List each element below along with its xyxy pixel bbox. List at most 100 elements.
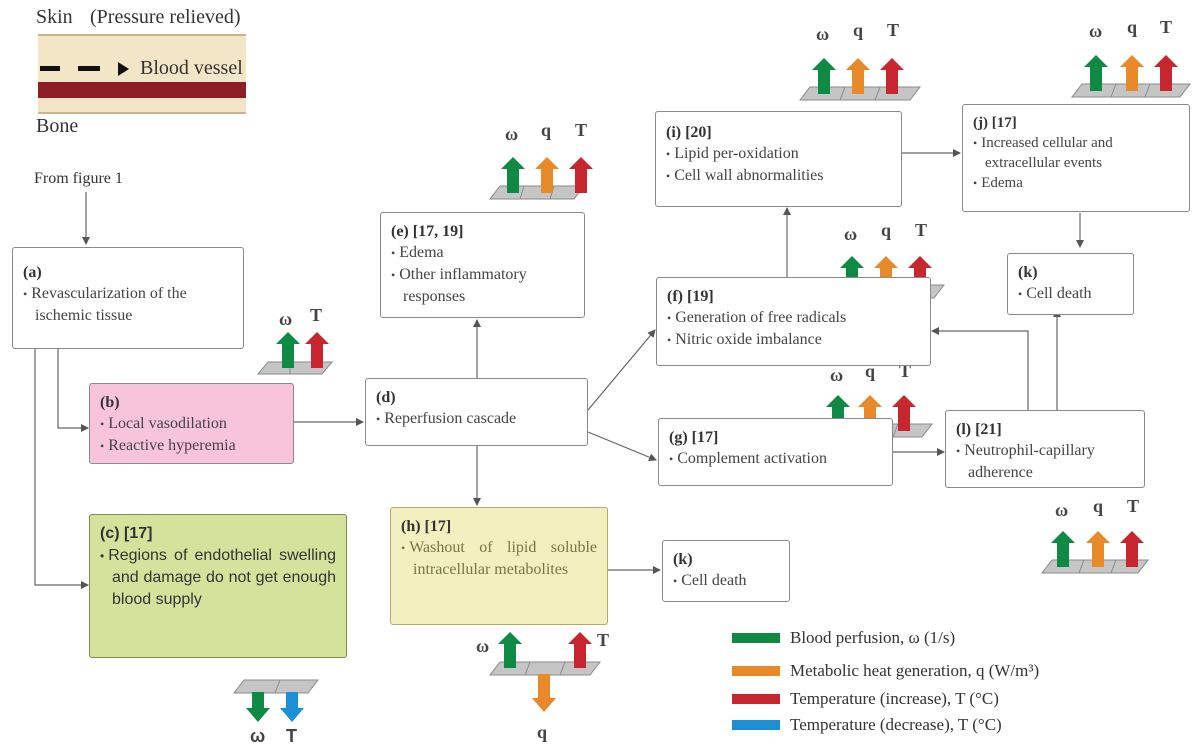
box-k2-header: (k) xyxy=(1018,264,1038,281)
link-d-g xyxy=(587,431,657,462)
box-g: (g) [17] Complement activation xyxy=(658,418,893,486)
box-k1: (k) Cell death xyxy=(662,540,790,602)
indicator-g-t-label: T xyxy=(899,361,912,381)
legend-label: Temperature (decrease), T (°C) xyxy=(790,715,1002,734)
perfusion-up-arrow xyxy=(501,157,525,193)
legend-item-temp-increase: Temperature (increase), T (°C) xyxy=(732,688,999,710)
legend-swatch-temp-increase xyxy=(732,694,780,704)
heat-up-arrow xyxy=(846,58,870,94)
temperature-up-arrow xyxy=(1120,531,1144,567)
box-e-header: (e) [17, 19] xyxy=(391,223,464,240)
box-l-item: Neutrophil-capillary adherence xyxy=(956,440,1134,483)
legend-item-temp-decrease: Temperature (decrease), T (°C) xyxy=(732,714,1002,736)
indicator-e-t-label: T xyxy=(575,120,588,140)
legend-swatch-temp-decrease xyxy=(732,720,780,730)
indicator-c xyxy=(232,679,320,722)
flow-dash-1 xyxy=(40,66,60,71)
source-label: From figure 1 xyxy=(34,170,123,187)
indicator-a-t-label: T xyxy=(310,305,323,325)
box-k1-item: Cell death xyxy=(673,570,779,592)
box-i-item: Lipid per-oxidation xyxy=(666,143,891,165)
temperature-up-arrow xyxy=(892,395,916,431)
box-a-item: Revascularization of the ischemic tissue xyxy=(23,283,233,326)
indicator-i-t-label: T xyxy=(887,20,900,40)
box-k2: (k) Cell death xyxy=(1007,253,1134,315)
box-k2-item: Cell death xyxy=(1018,283,1123,305)
indicator-j xyxy=(1070,55,1192,98)
indicator-a-omega-label: ω xyxy=(279,309,293,329)
indicator-e xyxy=(488,157,593,200)
indicator-a xyxy=(256,332,334,375)
box-b-item: Reactive hyperemia xyxy=(100,435,283,457)
flow-dash-2 xyxy=(78,66,100,71)
perfusion-down-arrow xyxy=(246,692,270,722)
box-g-header: (g) [17] xyxy=(669,429,719,446)
box-d-item: Reperfusion cascade xyxy=(376,408,577,430)
indicator-l xyxy=(1040,531,1150,574)
flow-arrow-icon xyxy=(118,62,129,76)
indicator-c-t-label: T xyxy=(286,726,297,746)
temperature-up-arrow xyxy=(305,332,329,368)
box-g-item: Complement activation xyxy=(669,448,882,470)
box-h-header: (h) [17] xyxy=(401,518,452,535)
box-i: (i) [20] Lipid per-oxidation Cell wall a… xyxy=(655,111,902,207)
temperature-up-arrow xyxy=(1154,55,1178,91)
indicator-h-omega-label: ω xyxy=(476,636,490,656)
link-a-c xyxy=(34,348,89,589)
indicator-l-t-label: T xyxy=(1127,496,1140,516)
legend-item-heat: Metabolic heat generation, q (W/m³) xyxy=(732,660,1039,682)
box-d: (d) Reperfusion cascade xyxy=(365,378,588,446)
indicator-h-t-label: T xyxy=(597,630,610,650)
box-i-item: Cell wall abnormalities xyxy=(666,165,891,187)
box-f-item: Generation of free radicals xyxy=(667,307,920,329)
indicator-l-omega-label: ω xyxy=(1055,500,1069,520)
blood-vessel-label: Blood vessel xyxy=(140,57,243,79)
box-b-header: (b) xyxy=(100,394,120,411)
box-j-item: Edema xyxy=(973,173,1179,193)
heat-up-arrow xyxy=(535,157,559,193)
indicator-g-omega-label: ω xyxy=(830,365,844,385)
indicator-h xyxy=(488,632,602,712)
heat-down-arrow xyxy=(532,674,556,712)
box-l-header: (l) [21] xyxy=(956,421,1002,438)
indicator-g-q-label: q xyxy=(865,361,876,381)
indicator-c-omega-label: ω xyxy=(250,726,266,746)
legend-item-perfusion: Blood perfusion, ω (1/s) xyxy=(732,627,955,649)
box-h: (h) [17] Washout of lipid soluble intrac… xyxy=(390,507,608,625)
box-e-item: Other inflammatory responses xyxy=(391,264,574,307)
temperature-up-arrow xyxy=(568,632,592,668)
box-c: (c) [17] Regions of endothelial swelling… xyxy=(89,514,347,658)
indicator-l-q-label: q xyxy=(1093,496,1104,516)
bone-label: Bone xyxy=(36,115,79,137)
pressure-relieved-label: (Pressure relieved) xyxy=(90,6,241,28)
perfusion-up-arrow xyxy=(812,58,836,94)
box-j-item: Increased cellular and extracellular eve… xyxy=(973,133,1179,173)
link-d-f xyxy=(587,329,656,411)
box-k1-header: (k) xyxy=(673,551,693,568)
indicator-j-q-label: q xyxy=(1127,17,1138,37)
legend-label: Blood perfusion, ω (1/s) xyxy=(790,628,956,647)
temperature-up-arrow xyxy=(569,157,593,193)
box-c-header: (c) [17] xyxy=(100,525,153,542)
indicator-h-q-label: q xyxy=(537,722,548,742)
box-b: (b) Local vasodilation Reactive hyperemi… xyxy=(89,383,294,464)
indicator-e-omega-label: ω xyxy=(505,124,519,144)
perfusion-up-arrow xyxy=(1051,531,1075,567)
box-j-header: (j) [17] xyxy=(973,115,1017,131)
heat-up-arrow xyxy=(1120,55,1144,91)
skin-label: Skin xyxy=(36,6,73,28)
box-j: (j) [17] Increased cellular and extracel… xyxy=(962,104,1190,212)
box-a-header: (a) xyxy=(23,264,42,281)
box-c-item: Regions of endothelial swelling and dama… xyxy=(100,545,336,611)
legend-swatch-perfusion xyxy=(732,633,780,643)
box-e-item: Edema xyxy=(391,242,574,264)
temperature-down-arrow xyxy=(280,692,304,722)
indicator-e-q-label: q xyxy=(541,120,552,140)
temperature-up-arrow xyxy=(880,58,904,94)
box-d-header: (d) xyxy=(376,389,396,406)
tissue-illustration xyxy=(38,34,246,114)
indicator-f-q-label: q xyxy=(881,220,892,240)
legend-label: Metabolic heat generation, q (W/m³) xyxy=(790,661,1040,680)
box-f-header: (f) [19] xyxy=(667,288,714,305)
box-h-item: Washout of lipid soluble intracellular m… xyxy=(401,537,597,580)
